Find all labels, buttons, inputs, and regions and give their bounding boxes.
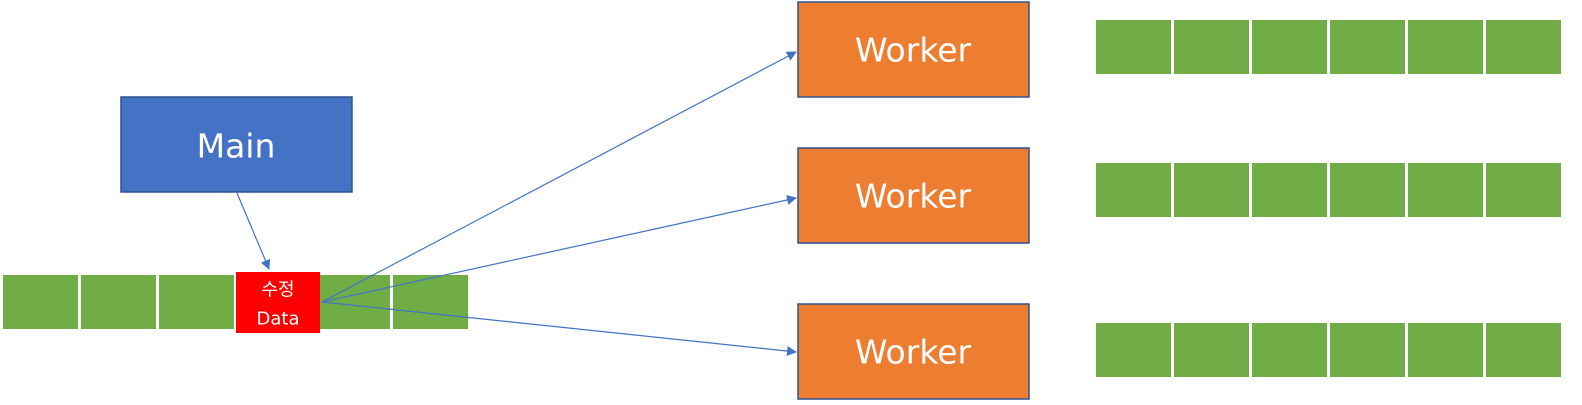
worker-array-cell bbox=[1328, 18, 1407, 76]
worker-array-cell bbox=[1328, 321, 1407, 379]
main-data-array: 수정 Data bbox=[1, 272, 470, 333]
worker-node: Worker bbox=[797, 1, 1030, 98]
worker-array-cell bbox=[1328, 161, 1407, 219]
worker-array-cell bbox=[1406, 18, 1485, 76]
modified-data-label-line2: Data bbox=[257, 309, 300, 330]
worker-array-cell bbox=[1094, 321, 1173, 379]
worker-node-label: Worker bbox=[855, 177, 972, 216]
worker-array-cell bbox=[1484, 161, 1563, 219]
worker-data-array bbox=[1094, 321, 1563, 379]
worker-node-label: Worker bbox=[855, 31, 972, 70]
worker-array-cell bbox=[1172, 321, 1251, 379]
worker-array-cell bbox=[1250, 161, 1329, 219]
modified-data-label-line1: 수정 bbox=[261, 280, 294, 301]
worker-array-cell bbox=[1484, 18, 1563, 76]
main-array-cell bbox=[79, 273, 158, 331]
main-array-cell bbox=[391, 273, 470, 331]
worker-data-array bbox=[1094, 161, 1563, 219]
worker-node-label: Worker bbox=[855, 333, 972, 372]
worker-array-cell bbox=[1172, 161, 1251, 219]
main-array-cell bbox=[157, 273, 236, 331]
data-to-worker-arrow bbox=[321, 195, 797, 303]
worker-array-cell bbox=[1094, 161, 1173, 219]
worker-node: Worker bbox=[797, 303, 1030, 400]
data-to-worker-arrow bbox=[321, 51, 797, 303]
data-to-worker-arrow bbox=[321, 301, 797, 357]
modified-data-cell: 수정 Data bbox=[236, 272, 320, 333]
main-node-label: Main bbox=[197, 127, 276, 166]
worker-array-cell bbox=[1484, 321, 1563, 379]
worker-node: Worker bbox=[797, 147, 1030, 244]
worker-array-cell bbox=[1172, 18, 1251, 76]
main-array-cell bbox=[1, 273, 80, 331]
worker-data-array bbox=[1094, 18, 1563, 76]
worker-array-cell bbox=[1094, 18, 1173, 76]
worker-array-cell bbox=[1406, 161, 1485, 219]
worker-array-cell bbox=[1250, 18, 1329, 76]
main-to-data-arrow bbox=[236, 192, 271, 270]
worker-array-cell bbox=[1250, 321, 1329, 379]
main-node: Main bbox=[120, 96, 353, 193]
worker-array-cell bbox=[1406, 321, 1485, 379]
